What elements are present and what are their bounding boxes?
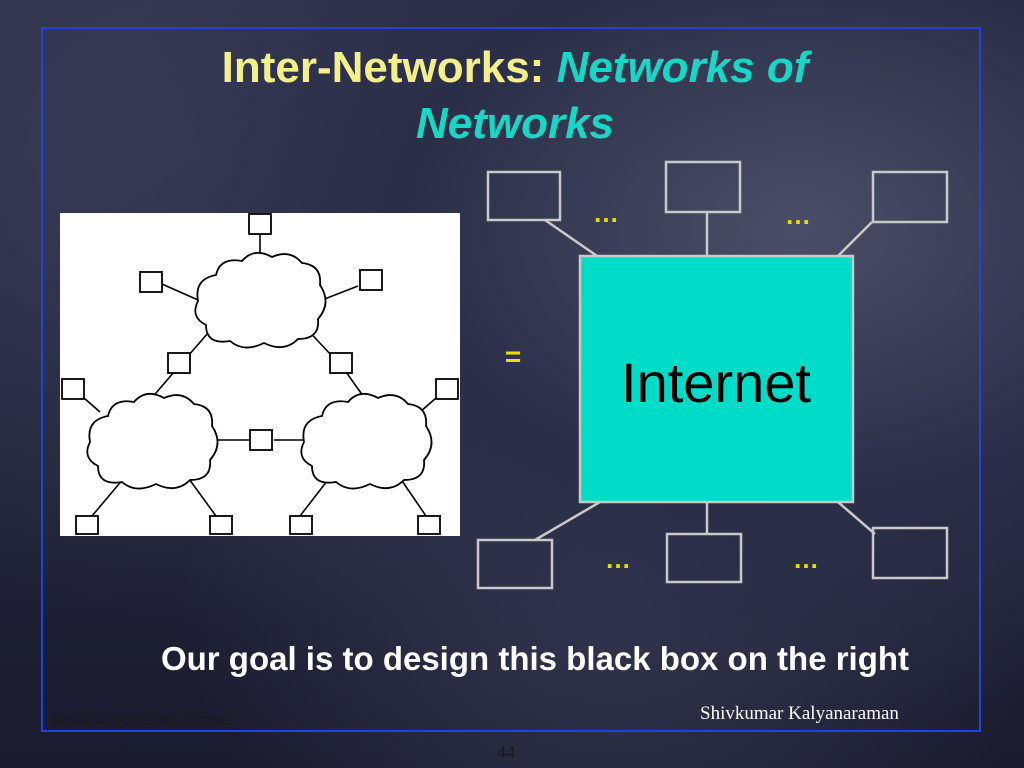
host-node	[435, 378, 459, 400]
network-box	[664, 160, 742, 214]
internet-black-box-diagram: Internet … … … …	[476, 160, 949, 590]
network-box	[486, 170, 562, 222]
institute-footer: Rensselaer Polytechnic Institute	[52, 713, 232, 728]
ellipsis-top-right: …	[785, 200, 811, 230]
host-node	[75, 515, 99, 535]
host-nodes	[61, 213, 459, 535]
router-node	[167, 352, 191, 374]
title-emphasis: Networks of Networks	[415, 43, 809, 148]
internet-label: Internet	[621, 351, 811, 414]
ellipsis-bottom-left: …	[605, 544, 631, 574]
host-node	[359, 269, 383, 291]
equals-sign: =	[505, 341, 521, 372]
host-node	[139, 271, 163, 293]
host-node	[61, 378, 85, 400]
network-box	[871, 170, 949, 224]
slide-frame	[41, 27, 981, 732]
author-footer: Shivkumar Kalyanaraman	[700, 703, 899, 724]
ellipsis-top-left: …	[593, 198, 619, 228]
host-node	[209, 515, 233, 535]
network-box	[665, 532, 743, 584]
networks-illustration	[60, 213, 460, 536]
ellipsis-bottom-right: …	[793, 544, 819, 574]
peripheral-networks	[476, 160, 949, 590]
internet-box	[578, 254, 855, 504]
network-box	[871, 526, 949, 580]
goal-statement: Our goal is to design this black box on …	[160, 640, 910, 677]
page-number: 44	[497, 742, 515, 762]
router-node	[329, 352, 353, 374]
title-main: Inter-Networks:	[221, 43, 557, 92]
router-node	[249, 429, 273, 451]
host-node	[248, 213, 272, 235]
slide-title: Inter-Networks: Networks of Networks	[140, 40, 890, 152]
host-node	[289, 515, 313, 535]
host-node	[417, 515, 441, 535]
network-box	[476, 538, 554, 590]
